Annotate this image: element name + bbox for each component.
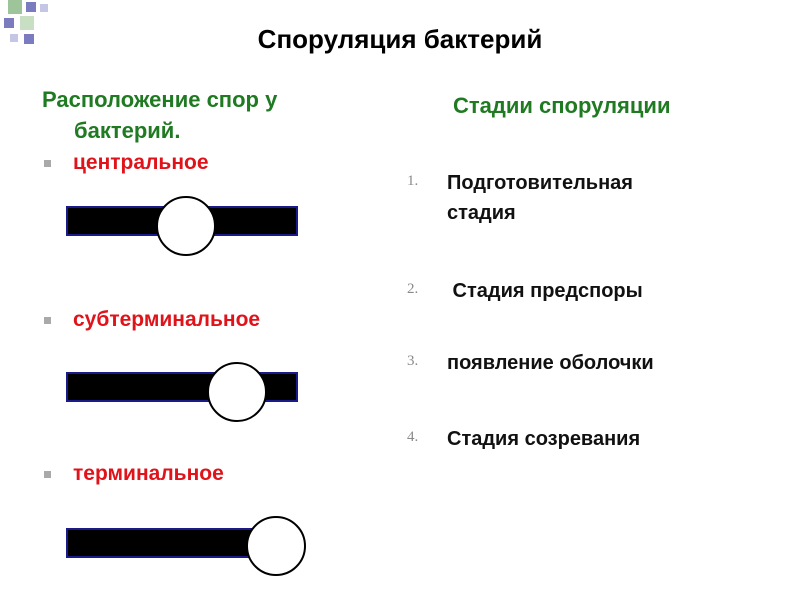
stage-label: Стадия предспоры <box>447 280 643 302</box>
spore-location-item: терминальное <box>44 459 344 489</box>
stage-item: 1. Подготовительная стадия <box>407 168 767 228</box>
decor-square <box>4 18 14 28</box>
stage-label: Стадия созревания <box>447 428 641 450</box>
decor-square <box>24 34 34 44</box>
spore-location-heading-line2: бактерий. <box>74 118 181 143</box>
spore-circle <box>156 196 216 256</box>
decor-square <box>10 34 18 42</box>
spore-location-item: центральное <box>44 148 344 178</box>
stage-number: 2. <box>407 281 419 297</box>
sporulation-stages-heading: Стадии споруляции <box>453 93 671 118</box>
stage-item: 4. Стадия созревания <box>407 424 767 454</box>
stage-label-line1: Подготовительная <box>447 172 633 194</box>
spore-circle <box>246 516 306 576</box>
stage-item: 2. Стадия предспоры <box>407 276 767 306</box>
decor-square <box>26 2 36 12</box>
spore-location-label-central: центральное <box>73 151 209 174</box>
spore-location-heading: Расположение спор у бактерий. <box>42 84 342 146</box>
spore-location-label-subterminal: субтерминальное <box>73 308 261 331</box>
stage-item: 3. появление оболочки <box>407 348 767 378</box>
spore-location-heading-line1: Расположение спор у <box>42 87 278 112</box>
bacterium-terminal-spore <box>66 514 316 580</box>
stage-label: Подготовительная стадия <box>447 168 633 228</box>
spore-location-label-terminal: терминальное <box>73 462 224 485</box>
stage-number: 3. <box>407 353 419 369</box>
slide-title: Споруляция бактерий <box>257 24 543 54</box>
bullet-square-icon <box>44 316 51 324</box>
decor-square <box>8 0 22 14</box>
corner-decoration <box>0 0 60 60</box>
bullet-square-icon <box>44 470 51 478</box>
bacterium-subterminal-spore <box>66 362 306 424</box>
bacterium-rod <box>66 528 256 558</box>
stage-label-line2: стадия <box>447 202 516 224</box>
bacterium-central-spore <box>66 196 306 258</box>
decor-square <box>20 16 34 30</box>
spore-location-item: субтерминальное <box>44 305 344 335</box>
bullet-square-icon <box>44 159 51 167</box>
stage-label: появление оболочки <box>447 352 654 374</box>
stage-number: 4. <box>407 429 419 445</box>
spore-circle <box>207 362 267 422</box>
stage-number: 1. <box>407 173 419 189</box>
decor-square <box>40 4 48 12</box>
